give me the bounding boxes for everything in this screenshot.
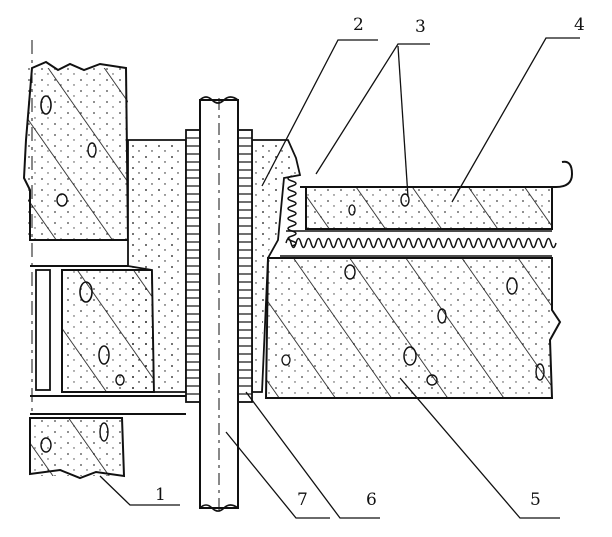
callout-4: 4 [574, 15, 585, 35]
leader-4 [451, 37, 580, 203]
floor-slab [264, 257, 562, 399]
leader-3b [397, 45, 409, 198]
callout-2: 2 [353, 15, 364, 35]
leader-7 [225, 431, 330, 519]
floor-concrete-topping [300, 160, 574, 230]
leader-5 [399, 377, 560, 519]
wall-masonry [22, 40, 186, 480]
callout-7: 7 [297, 490, 308, 510]
leader-3a [315, 43, 430, 175]
leader-6 [245, 391, 380, 519]
callout-labels: 1 2 3 4 5 6 7 [155, 15, 585, 510]
callout-3: 3 [415, 17, 426, 37]
waterproof-membrane [280, 175, 557, 257]
mortar-fill [127, 139, 302, 393]
leader-lines [99, 37, 580, 519]
callout-5: 5 [530, 490, 541, 510]
leader-1 [99, 475, 180, 506]
callout-1: 1 [155, 485, 166, 505]
leader-2 [261, 39, 378, 187]
callout-6: 6 [366, 490, 377, 510]
pipe-sleeve [185, 129, 253, 403]
pipe [199, 96, 239, 512]
